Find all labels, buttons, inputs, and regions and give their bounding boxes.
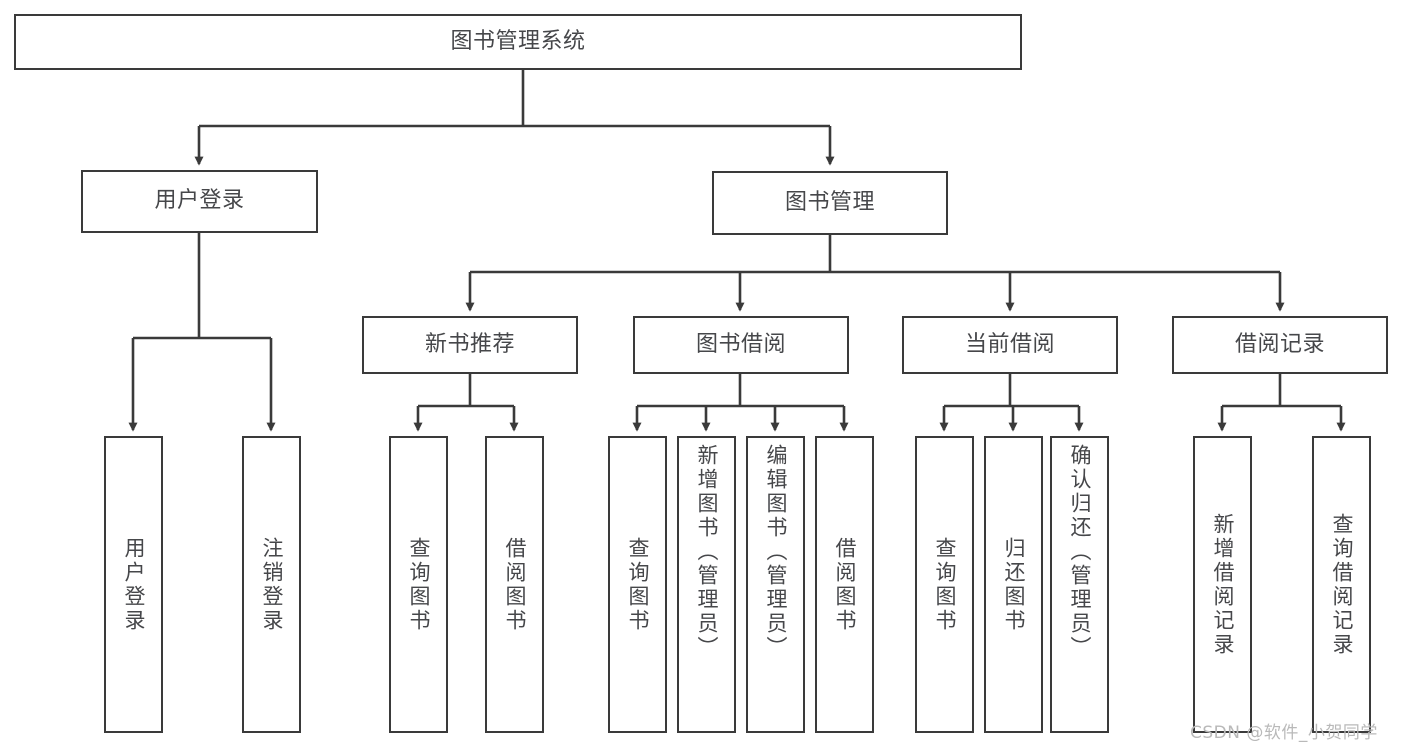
leaf-user-login-logout[interactable]: 注销登录 [242, 436, 301, 733]
leaf-book-borrow-edit-book-admin[interactable]: 编辑图书（管理员） [746, 436, 805, 733]
node-label: 确认归还（管理员） [1068, 444, 1092, 660]
leaf-book-borrow-query-book[interactable]: 查询图书 [608, 436, 667, 733]
node-label: 新增借阅记录 [1211, 512, 1235, 657]
leaf-new-book-borrow-book[interactable]: 借阅图书 [485, 436, 544, 733]
node-label: 查询借阅记录 [1330, 512, 1354, 657]
node-label: 用户登录 [154, 188, 245, 214]
leaf-user-login-login[interactable]: 用户登录 [104, 436, 163, 733]
leaf-book-borrow-add-book-admin[interactable]: 新增图书（管理员） [677, 436, 736, 733]
node-label: 查询图书 [626, 536, 650, 633]
node-current-borrow[interactable]: 当前借阅 [902, 316, 1118, 374]
node-label: 注销登录 [260, 536, 284, 633]
node-label: 新书推荐 [424, 331, 515, 357]
node-label: 查询图书 [933, 536, 957, 633]
node-label: 归还图书 [1002, 536, 1026, 633]
node-root-book-management-system[interactable]: 图书管理系统 [14, 14, 1022, 70]
node-label: 借阅记录 [1234, 331, 1325, 357]
node-book-management[interactable]: 图书管理 [712, 171, 948, 235]
node-label: 图书借阅 [695, 331, 786, 357]
node-new-book-recommend[interactable]: 新书推荐 [362, 316, 578, 374]
node-borrow-record[interactable]: 借阅记录 [1172, 316, 1388, 374]
node-label: 当前借阅 [964, 331, 1055, 357]
node-label: 图书管理系统 [450, 28, 586, 54]
leaf-borrow-record-query-record[interactable]: 查询借阅记录 [1312, 436, 1371, 733]
leaf-book-borrow-borrow-book[interactable]: 借阅图书 [815, 436, 874, 733]
node-label: 用户登录 [122, 536, 146, 633]
node-label: 新增图书（管理员） [695, 444, 719, 660]
leaf-new-book-query-book[interactable]: 查询图书 [389, 436, 448, 733]
leaf-borrow-record-add-record[interactable]: 新增借阅记录 [1193, 436, 1252, 733]
node-label: 图书管理 [784, 189, 875, 215]
leaf-current-borrow-return-book[interactable]: 归还图书 [984, 436, 1043, 733]
node-user-login[interactable]: 用户登录 [81, 170, 318, 233]
leaf-current-borrow-confirm-return-admin[interactable]: 确认归还（管理员） [1050, 436, 1109, 733]
node-book-borrow[interactable]: 图书借阅 [633, 316, 849, 374]
node-label: 借阅图书 [503, 536, 527, 633]
leaf-current-borrow-query-book[interactable]: 查询图书 [915, 436, 974, 733]
node-label: 编辑图书（管理员） [764, 444, 788, 660]
node-label: 借阅图书 [833, 536, 857, 633]
node-label: 查询图书 [407, 536, 431, 633]
watermark: CSDN @软件_小贺同学 [1190, 723, 1378, 743]
